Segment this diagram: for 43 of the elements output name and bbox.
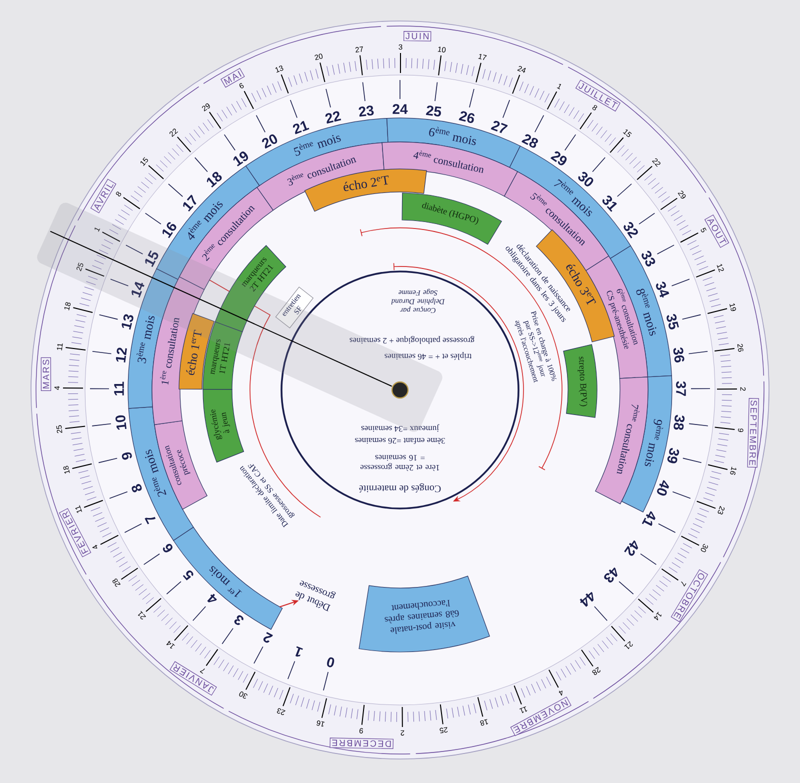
- week-number: 12: [116, 348, 127, 362]
- week-number: 40: [657, 480, 669, 496]
- week-number: 11: [114, 382, 124, 396]
- week-number: 23: [358, 106, 374, 117]
- week-number: 3: [234, 615, 244, 625]
- week-number: 4: [207, 594, 217, 602]
- week-number: 44: [580, 592, 594, 607]
- exam-tag: glycémie à jeun: [202, 388, 244, 462]
- week-number: 43: [604, 567, 618, 582]
- week-number: 18: [206, 172, 222, 188]
- exam-tag: marqueurs 1T HT21: [202, 321, 243, 390]
- week-number: 1: [295, 646, 303, 657]
- month-name-box: JUIN: [404, 30, 432, 42]
- week-number: 16: [162, 222, 176, 238]
- week-number: 15: [145, 250, 158, 267]
- week-number: 25: [426, 106, 442, 116]
- week-number: 34: [656, 282, 670, 298]
- week-number: 28: [522, 134, 538, 148]
- exam-tag: diabète (HGPO): [402, 192, 502, 245]
- week-number: 17: [183, 194, 196, 212]
- week-number: 0: [327, 657, 334, 668]
- week-number: 7: [144, 516, 156, 524]
- week-number: 10: [115, 415, 126, 430]
- week-number: 14: [132, 282, 144, 298]
- week-number: 8: [132, 484, 142, 492]
- week-number: 30: [578, 172, 594, 186]
- visit-box: visite post-natale 6à8 semaines après l'accouchement: [358, 576, 490, 652]
- week-number: 42: [624, 540, 638, 556]
- week-number: 21: [292, 120, 310, 134]
- month-name-box: SEPTEMBRE: [747, 398, 759, 468]
- week-number: 36: [673, 347, 684, 362]
- exam-tag: strepto B(PV): [563, 344, 598, 418]
- month-name-box: DECEMBRE: [330, 738, 394, 750]
- week-number: 29: [550, 151, 567, 166]
- month-name-box: MARS: [40, 357, 52, 391]
- week-number: 37: [676, 381, 686, 396]
- week-number: 6: [162, 544, 172, 552]
- week-number: 41: [642, 511, 656, 526]
- week-number: 19: [233, 152, 248, 166]
- week-number: 38: [674, 414, 685, 430]
- week-number: 27: [490, 120, 508, 134]
- week-number: 24: [392, 104, 408, 114]
- week-number: 5: [182, 570, 194, 580]
